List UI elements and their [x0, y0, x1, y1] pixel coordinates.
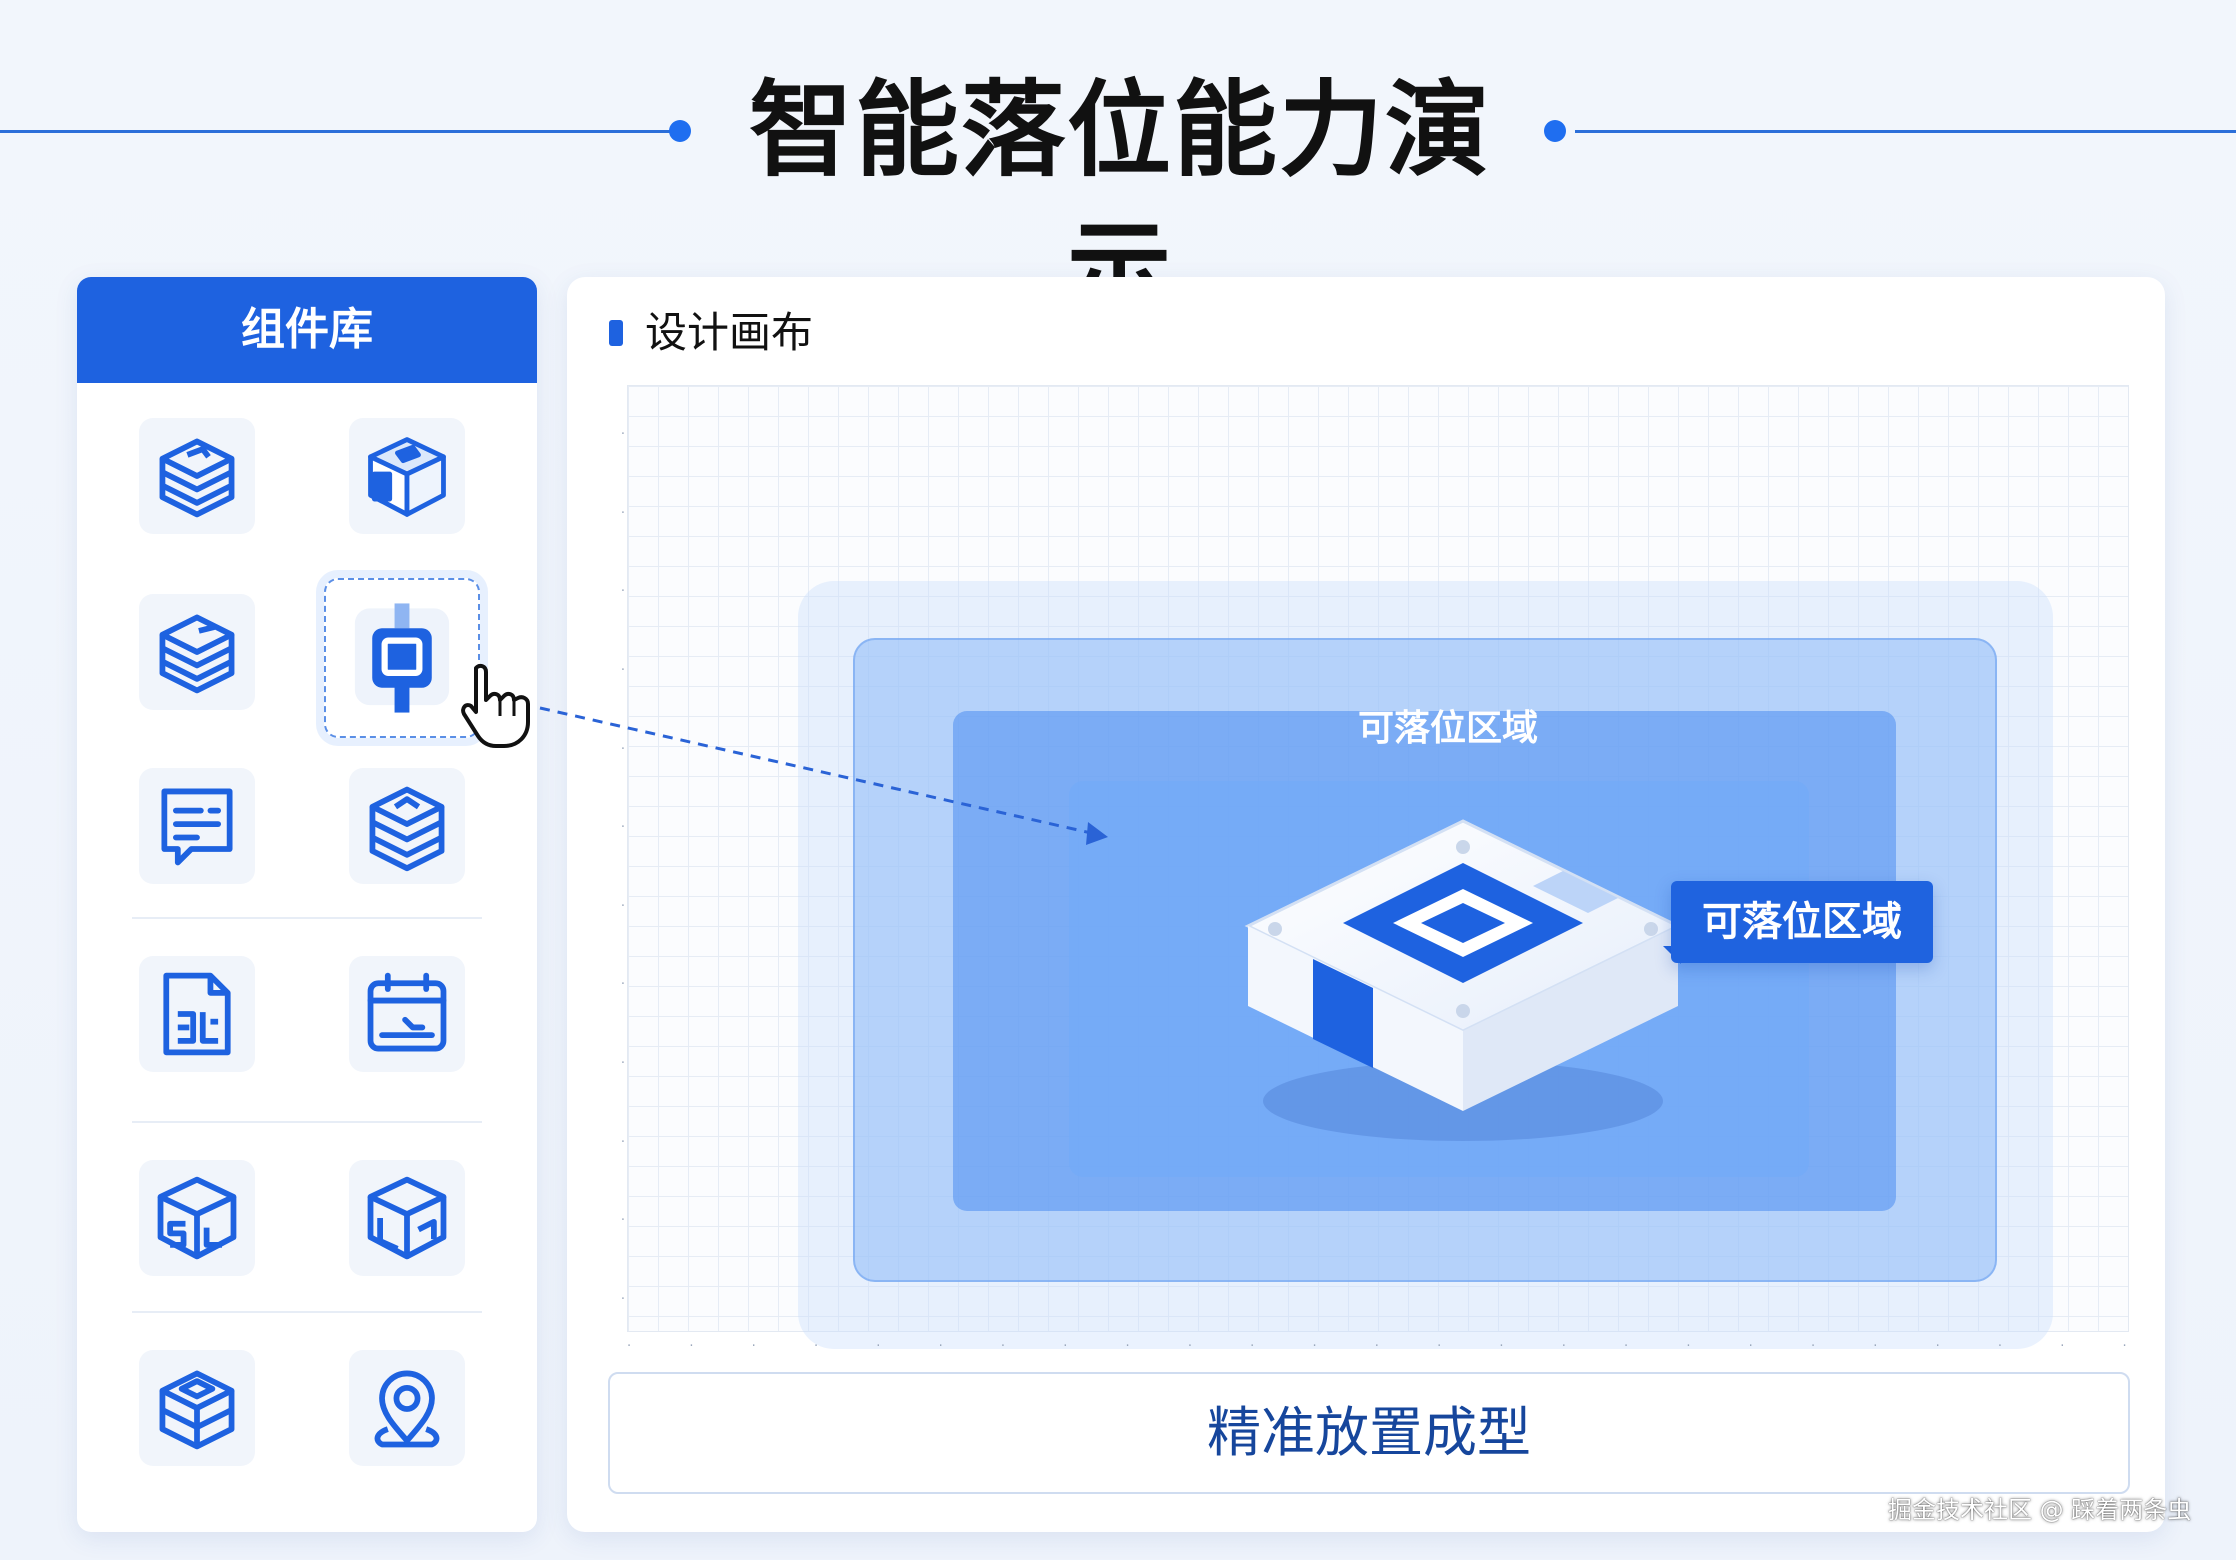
ruler-tick: ·: [1624, 1339, 1629, 1354]
ruler-tick: ·: [620, 898, 625, 914]
ruler-tick: ·: [1374, 1339, 1379, 1354]
ruler-tick: ·: [1063, 1339, 1068, 1354]
library-divider: [132, 1121, 482, 1123]
library-item-calendar-panel[interactable]: [349, 956, 465, 1072]
ruler-tick: ·: [689, 1339, 694, 1354]
ruler-tick: ·: [1437, 1339, 1442, 1354]
watermark: 掘金技术社区 @ 踩着两条虫: [1888, 1496, 2192, 1524]
ruler-tick: ·: [813, 1339, 819, 1354]
ruler-tick: ·: [876, 1339, 881, 1354]
library-item-layers[interactable]: [139, 594, 255, 710]
ruler-tick: ·: [1312, 1339, 1317, 1354]
title-dot-right: [1544, 120, 1566, 142]
cube-s-icon: [157, 1176, 237, 1260]
ruler-tick: ·: [620, 584, 625, 600]
library-item-document-chart[interactable]: [139, 956, 255, 1072]
ruler-tick: ·: [620, 662, 625, 678]
ruler-tick: ·: [1686, 1339, 1691, 1354]
ruler-tick: ·: [627, 1339, 632, 1354]
precise-placement-button[interactable]: 精准放置成型: [608, 1372, 2130, 1494]
ruler-tick: ·: [1810, 1339, 1816, 1354]
module-block-icon: [354, 603, 450, 713]
library-divider: [132, 917, 482, 919]
ruler-tick: ·: [1935, 1339, 1940, 1354]
box-stack-icon: [159, 1370, 235, 1450]
canvas-y-ruler: · · · · · · · · · · · ·: [607, 427, 625, 1307]
ruler-tick: ·: [620, 1056, 625, 1071]
title-divider-left: [0, 130, 670, 133]
library-item-module-block-selected[interactable]: [324, 578, 480, 738]
ruler-tick: ·: [2122, 1339, 2127, 1354]
library-item-location-pin[interactable]: [349, 1350, 465, 1466]
hand-pointer-icon: [461, 663, 530, 748]
ruler-tick: ·: [1997, 1339, 2003, 1354]
calendar-panel-icon: [367, 972, 447, 1052]
document-chart-icon: [163, 972, 231, 1056]
ruler-tick: ·: [1748, 1339, 1753, 1354]
placed-module-block[interactable]: [1223, 801, 1703, 1161]
stack-layers-icon: [369, 786, 445, 872]
ruler-tick: ·: [620, 741, 625, 757]
drop-zone-callout: 可落位区域: [1671, 881, 1933, 963]
design-canvas-panel: 设计画布 · · · · · · · · · · · · 可落位区域: [567, 277, 2165, 1532]
ruler-tick: ·: [1499, 1339, 1504, 1354]
ruler-tick: ·: [1561, 1339, 1566, 1354]
ruler-tick: ·: [620, 1291, 625, 1307]
ruler-tick: ·: [751, 1339, 756, 1354]
ruler-tick: ·: [938, 1339, 943, 1354]
stacked-box-icon: [159, 438, 235, 518]
location-pin-icon: [374, 1370, 440, 1448]
component-library-title: 组件库: [77, 277, 537, 383]
ruler-tick: ·: [620, 977, 625, 993]
ruler-tick: ·: [2060, 1339, 2065, 1354]
ruler-tick: ·: [1873, 1339, 1878, 1354]
library-item-stack-layers[interactable]: [349, 768, 465, 884]
message-card-icon: [161, 788, 233, 866]
canvas-title: 设计画布: [645, 308, 814, 357]
ruler-tick: ·: [620, 1134, 625, 1150]
ruler-tick: ·: [620, 820, 625, 836]
drop-zone-label: 可落位区域: [1357, 708, 1538, 749]
component-library-panel: 组件库: [77, 277, 537, 1532]
ruler-tick: ·: [1000, 1339, 1006, 1354]
library-item-message-card[interactable]: [139, 768, 255, 884]
canvas-title-marker: [609, 320, 623, 346]
ruler-tick: ·: [620, 427, 625, 442]
library-item-cube-grid[interactable]: [349, 1160, 465, 1276]
library-item-cube-s[interactable]: [139, 1160, 255, 1276]
library-item-stacked-box[interactable]: [139, 418, 255, 534]
ruler-tick: ·: [1187, 1339, 1192, 1354]
library-divider: [132, 1311, 482, 1313]
title-divider-right: [1575, 130, 2236, 133]
ruler-tick: ·: [1125, 1339, 1130, 1354]
library-item-cube-box[interactable]: [349, 418, 465, 534]
canvas-grid[interactable]: 可落位区域 可落位区域: [627, 385, 2129, 1349]
ruler-tick: ·: [620, 505, 625, 521]
cube-grid-icon: [367, 1176, 447, 1260]
ruler-tick: ·: [1250, 1339, 1255, 1354]
cube-box-icon: [368, 437, 446, 517]
canvas-x-ruler: · · · · · · · · · · · · · · · · · · · · · · · · ·: [627, 1339, 2127, 1363]
title-dot-left: [669, 120, 691, 142]
ruler-tick: ·: [620, 1213, 625, 1229]
layers-icon: [159, 614, 235, 694]
library-item-box-stack[interactable]: [139, 1350, 255, 1466]
page-title: 智能落位能力演示: [748, 69, 1491, 331]
